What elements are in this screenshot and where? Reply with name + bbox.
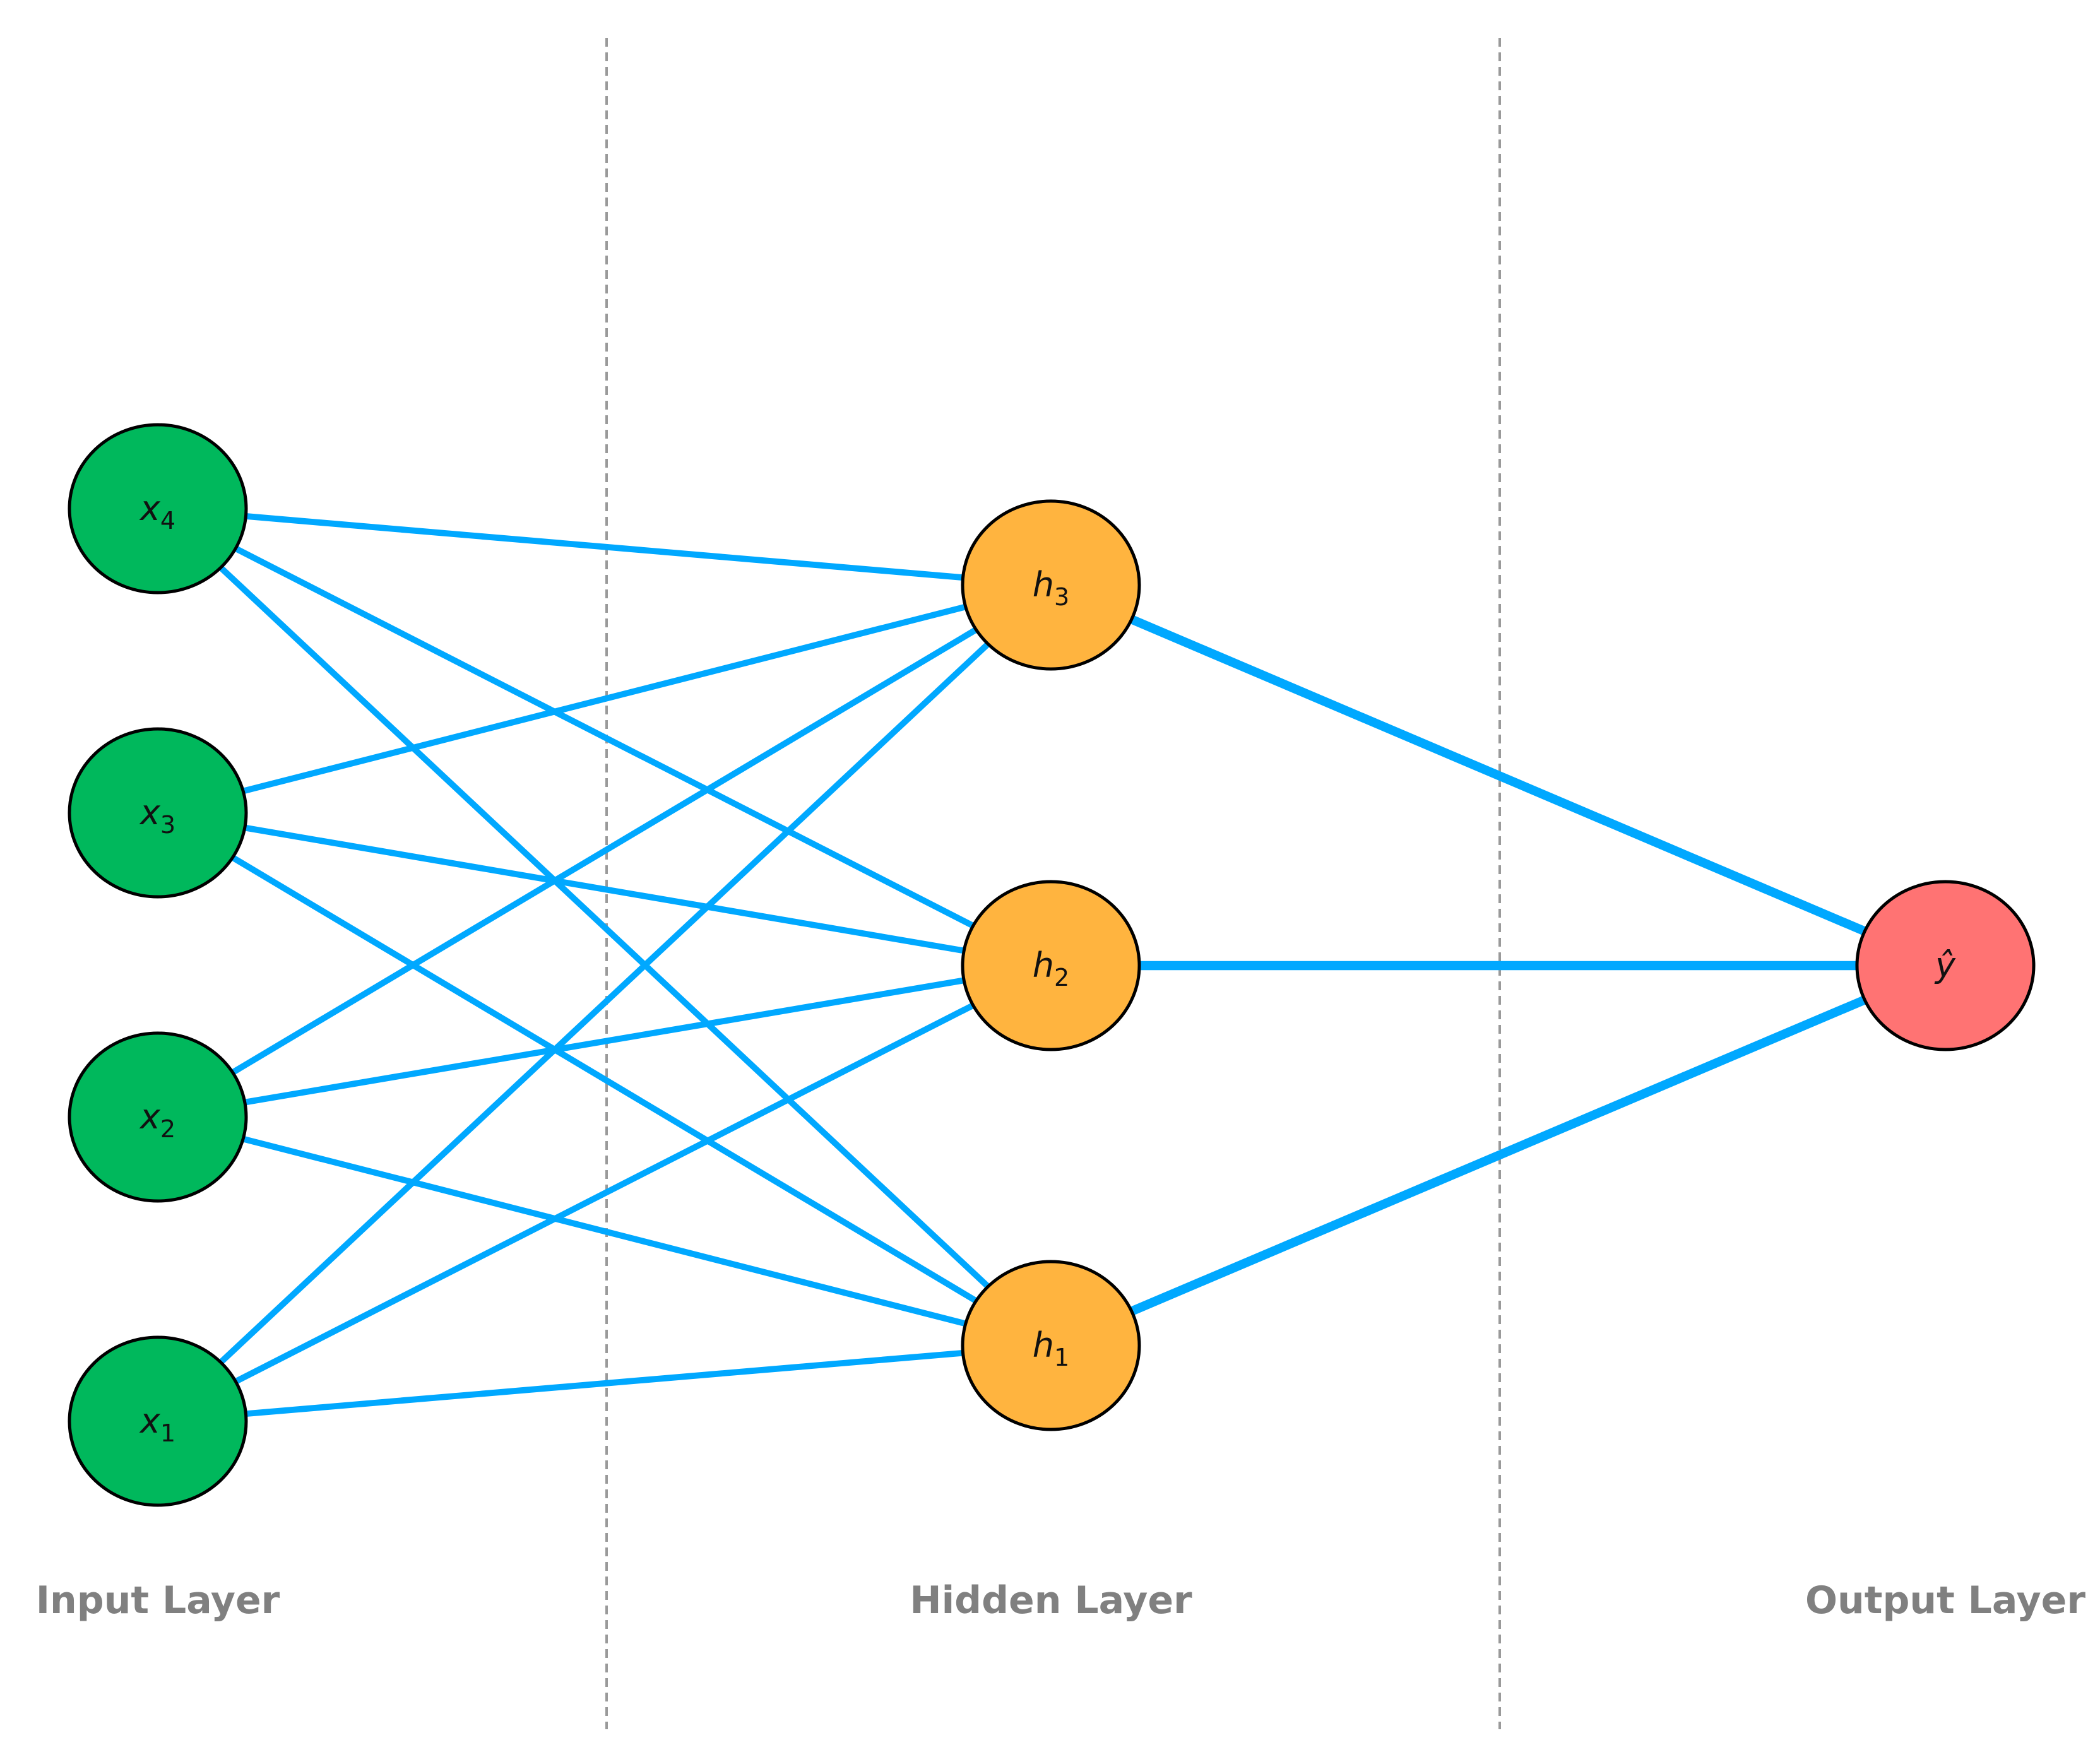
- layer-labels: Input Layer Hidden Layer Output Layer: [36, 1578, 2086, 1623]
- node-x3-subscript: 3: [160, 811, 175, 839]
- node-x1-circle: [68, 1335, 248, 1507]
- layer-label-hidden: Hidden Layer: [910, 1578, 1192, 1623]
- node-x4-label: x4: [139, 488, 175, 535]
- edge-x3-h2: [157, 810, 1052, 969]
- node-h3-symbol: h: [1033, 565, 1054, 605]
- node-h3: h3: [961, 499, 1141, 671]
- node-h2-symbol: h: [1033, 945, 1054, 985]
- node-x3: x3: [68, 727, 248, 899]
- node-yhat-circle: [1855, 880, 2036, 1051]
- edge-x2-h2: [157, 962, 1052, 1120]
- node-x1-label: x1: [139, 1401, 175, 1447]
- node-h3-circle: [961, 499, 1141, 671]
- node-h2: h2: [961, 880, 1141, 1051]
- edge-x1-h2: [156, 962, 1053, 1424]
- node-x2-symbol: x: [139, 1097, 161, 1137]
- node-x2-label: x2: [139, 1097, 175, 1143]
- layer-dividers: [605, 38, 1501, 1729]
- edge-h1-yhat: [1049, 961, 1947, 1350]
- node-x1: x1: [68, 1335, 248, 1507]
- edge-x2-h3: [156, 582, 1053, 1120]
- node-h1-label: h1: [1033, 1325, 1069, 1371]
- node-x4-subscript: 4: [160, 507, 175, 535]
- layer-label-input: Input Layer: [36, 1578, 280, 1623]
- node-x2-subscript: 2: [160, 1115, 175, 1143]
- node-yhat: ŷ: [1855, 880, 2036, 1051]
- edge-x4-h3: [157, 506, 1052, 588]
- edge-x3-h3: [157, 582, 1052, 816]
- node-x2: x2: [68, 1031, 248, 1203]
- node-x3-symbol: x: [139, 793, 161, 832]
- node-x2-circle: [68, 1031, 248, 1203]
- node-x4-symbol: x: [139, 488, 161, 528]
- layer-label-output: Output Layer: [1805, 1578, 2085, 1623]
- edge-x3-h1: [156, 810, 1053, 1349]
- edge-x2-h1: [157, 1114, 1052, 1349]
- edge-x4-h2: [156, 506, 1053, 969]
- node-x4-circle: [68, 423, 248, 595]
- node-h1-subscript: 1: [1054, 1344, 1069, 1371]
- node-h1-circle: [961, 1260, 1141, 1431]
- node-yhat-symbol: ŷ: [1934, 945, 1956, 985]
- node-h1-symbol: h: [1033, 1325, 1054, 1365]
- node-x3-label: x3: [139, 793, 175, 839]
- node-x1-symbol: x: [139, 1401, 161, 1441]
- node-yhat-label: ŷ: [1934, 945, 1956, 985]
- edge-x1-h1: [157, 1342, 1052, 1424]
- node-x1-subscript: 1: [160, 1419, 175, 1447]
- node-h2-label: h2: [1033, 945, 1069, 991]
- edge-h3-yhat: [1049, 581, 1947, 970]
- node-h2-subscript: 2: [1054, 964, 1069, 991]
- connections: [155, 506, 1947, 1424]
- node-h3-subscript: 3: [1054, 583, 1069, 611]
- node-h2-circle: [961, 880, 1141, 1051]
- node-x3-circle: [68, 727, 248, 899]
- node-x4: x4: [68, 423, 248, 595]
- node-h1: h1: [961, 1260, 1141, 1431]
- node-h3-label: h3: [1033, 565, 1069, 611]
- edge-x4-h1: [155, 506, 1053, 1348]
- edge-x1-h3: [155, 583, 1053, 1424]
